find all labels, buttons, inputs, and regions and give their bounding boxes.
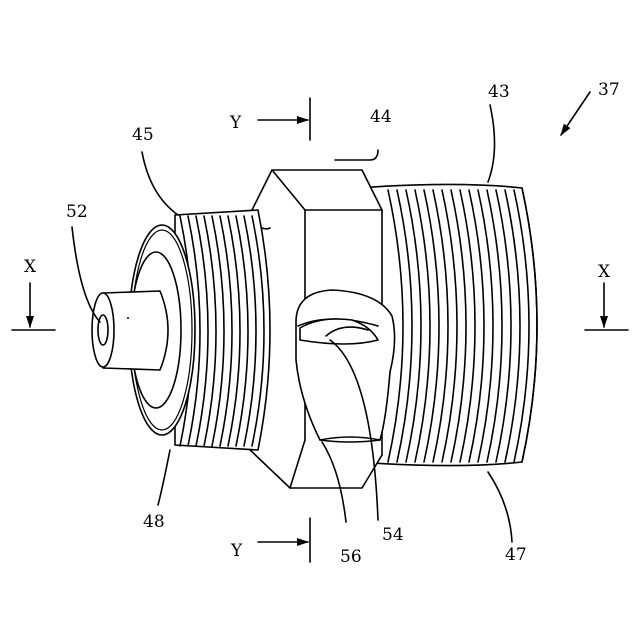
- ref-47-label: 47: [505, 545, 527, 565]
- ref-52-label: 52: [66, 202, 88, 222]
- ref-56-label: 56: [340, 547, 362, 567]
- tube: [92, 291, 168, 370]
- ref-45-label: 45: [132, 125, 154, 145]
- ref-43-label: 43: [488, 82, 510, 102]
- section-y-bottom-label: Y: [230, 541, 243, 561]
- ref-37-label: 37: [598, 80, 620, 100]
- section-x-right-label: X: [598, 262, 611, 282]
- side-port: [296, 290, 395, 442]
- section-y-top-label: Y: [229, 113, 242, 133]
- ref-44-label: 44: [370, 107, 392, 127]
- ref-48-label: 48: [143, 512, 165, 532]
- ref-54-label: 54: [382, 525, 404, 545]
- section-x-left-label: X: [24, 257, 37, 277]
